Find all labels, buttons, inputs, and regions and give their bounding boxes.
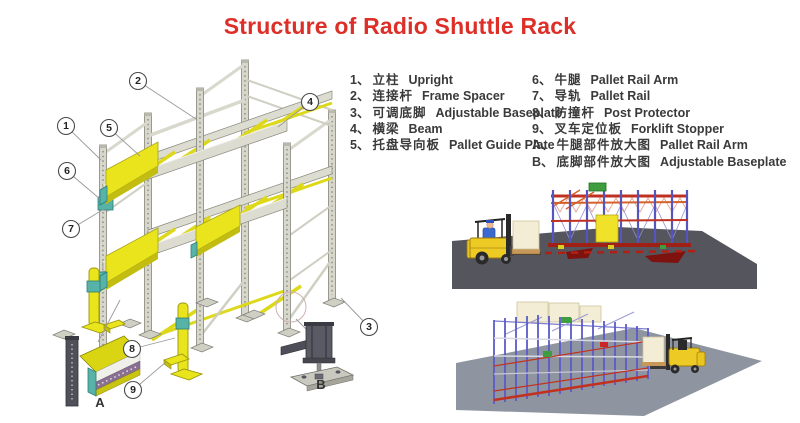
callout-number-7: 7 (68, 223, 74, 235)
callout-circle-4 (300, 92, 320, 112)
photo2-forklift (642, 334, 706, 374)
rack-illustration (52, 59, 346, 381)
callout-circle-5 (99, 118, 119, 138)
callout-circle-2 (128, 71, 148, 91)
callout-layer: 1 2 3 4 5 6 7 8 9A B (56, 71, 379, 410)
callout-number-5: 5 (106, 122, 112, 134)
pallet-guide-plates (99, 141, 241, 292)
detail-inset-a (65, 299, 141, 407)
detail-label-a: A (95, 395, 105, 410)
diagonal-braces (202, 261, 332, 334)
callout-number-3: 3 (366, 321, 372, 333)
callout-number-1: 1 (63, 120, 69, 132)
detail-label-b: B (316, 377, 325, 392)
detail-inset-b (280, 318, 355, 392)
photo-shuttle-loading (452, 182, 757, 289)
page-title: Structure of Radio Shuttle Rack (223, 13, 577, 39)
callout-number-4: 4 (307, 96, 313, 108)
callout-leader-2 (137, 80, 197, 120)
callout-number-9: 9 (130, 384, 136, 396)
callout-number-6: 6 (64, 165, 70, 177)
callout-circle-8 (122, 339, 142, 359)
photo1-rack (544, 182, 701, 255)
callout-circle-7 (61, 219, 81, 239)
callout-circle-3 (359, 317, 379, 337)
callout-number-2: 2 (135, 75, 141, 87)
radio-shuttle (588, 182, 607, 192)
photo1-forklift (466, 214, 541, 265)
photo2-rack (493, 301, 649, 404)
callout-circle-1 (56, 116, 76, 136)
baseplate-highlight-circle (275, 291, 307, 323)
callout-number-8: 8 (129, 343, 135, 355)
callout-circle-6 (57, 161, 77, 181)
photo-warehouse-overview (456, 301, 762, 416)
callout-circle-9 (123, 380, 143, 400)
